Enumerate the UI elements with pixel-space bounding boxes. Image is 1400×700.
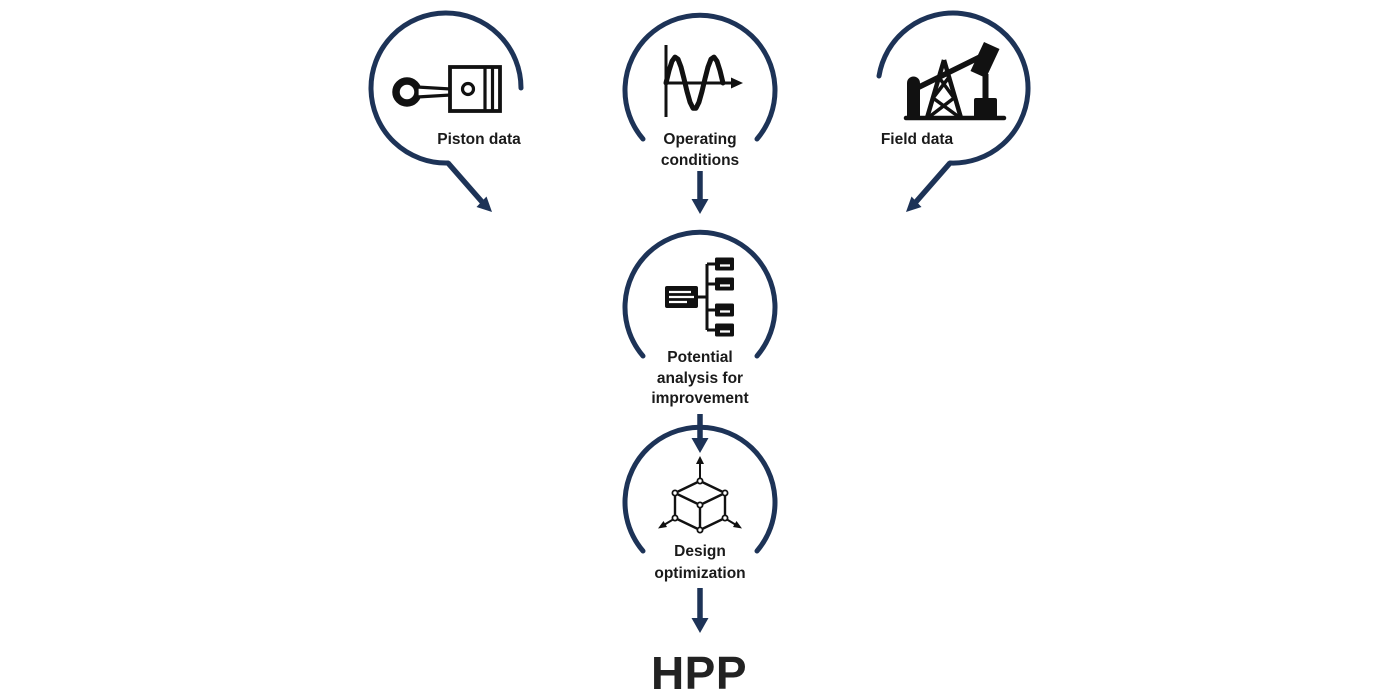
label-line: Design [674,543,726,560]
label-line: Piston data [437,131,521,148]
field-to-analysis-arrow [906,161,953,212]
oil-pump-jack-icon [903,42,1007,121]
cube-axes-icon [658,456,742,534]
label-line: conditions [660,152,740,169]
label-line: Potential [667,349,733,366]
piston-icon [392,65,502,113]
piston-to-analysis-arrow [445,161,492,212]
field-data-label: Field data [881,129,953,150]
potential-analysis-label: Potential analysis for improvement [651,348,748,410]
piston-node-circle [368,10,524,166]
operating-conditions-label: Operating conditions [661,129,739,171]
label-line: improvement [651,390,749,407]
operating-to-analysis-arrow [691,171,709,214]
field-node-circle [876,10,1031,166]
potential-analysis-node-circle [622,229,778,359]
label-line: optimization [654,564,746,582]
label-line: Field data [880,131,954,148]
sine-wave-icon [663,45,743,117]
label-line: Operating [663,131,737,148]
piston-data-label: Piston data [437,129,521,150]
hpp-output-label: HPP [650,647,748,699]
design-to-output-arrow [691,588,709,633]
analysis-to-design-arrow [691,414,709,453]
operating-node-circle [622,12,778,142]
hierarchy-tree-icon [665,257,734,337]
label-line: analysis for [656,369,744,387]
design-optimization-label: Design optimization [654,541,745,584]
